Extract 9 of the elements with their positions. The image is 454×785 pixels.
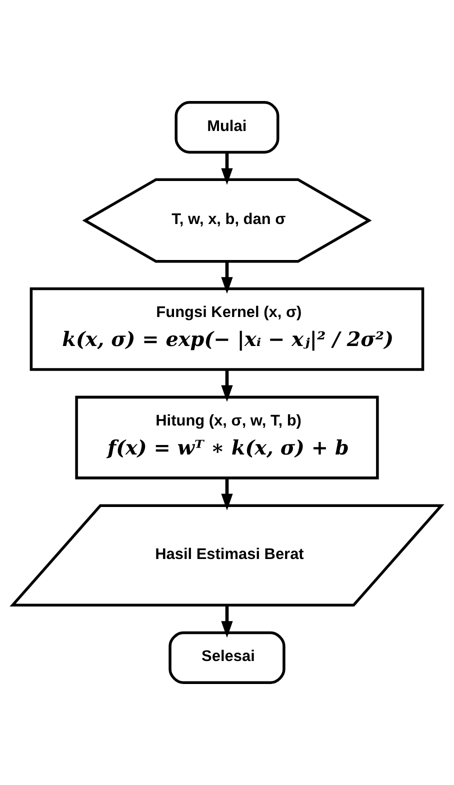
node-box: Mulai bbox=[174, 101, 280, 154]
arrow bbox=[221, 605, 233, 638]
arrow bbox=[221, 261, 233, 294]
arrow bbox=[221, 370, 233, 402]
arrow bbox=[221, 478, 233, 510]
node-box: Hitung (x, σ, w, T, b) f(x) = wᵀ ∗ k(x, σ) + b bbox=[75, 396, 379, 480]
node-box: Selesai bbox=[168, 631, 286, 684]
arrow bbox=[221, 152, 233, 185]
node-box: Fungsi Kernel (x, σ) k(x, σ) = exp(− |xᵢ − xⱼ|² / 2σ²) bbox=[30, 287, 424, 371]
